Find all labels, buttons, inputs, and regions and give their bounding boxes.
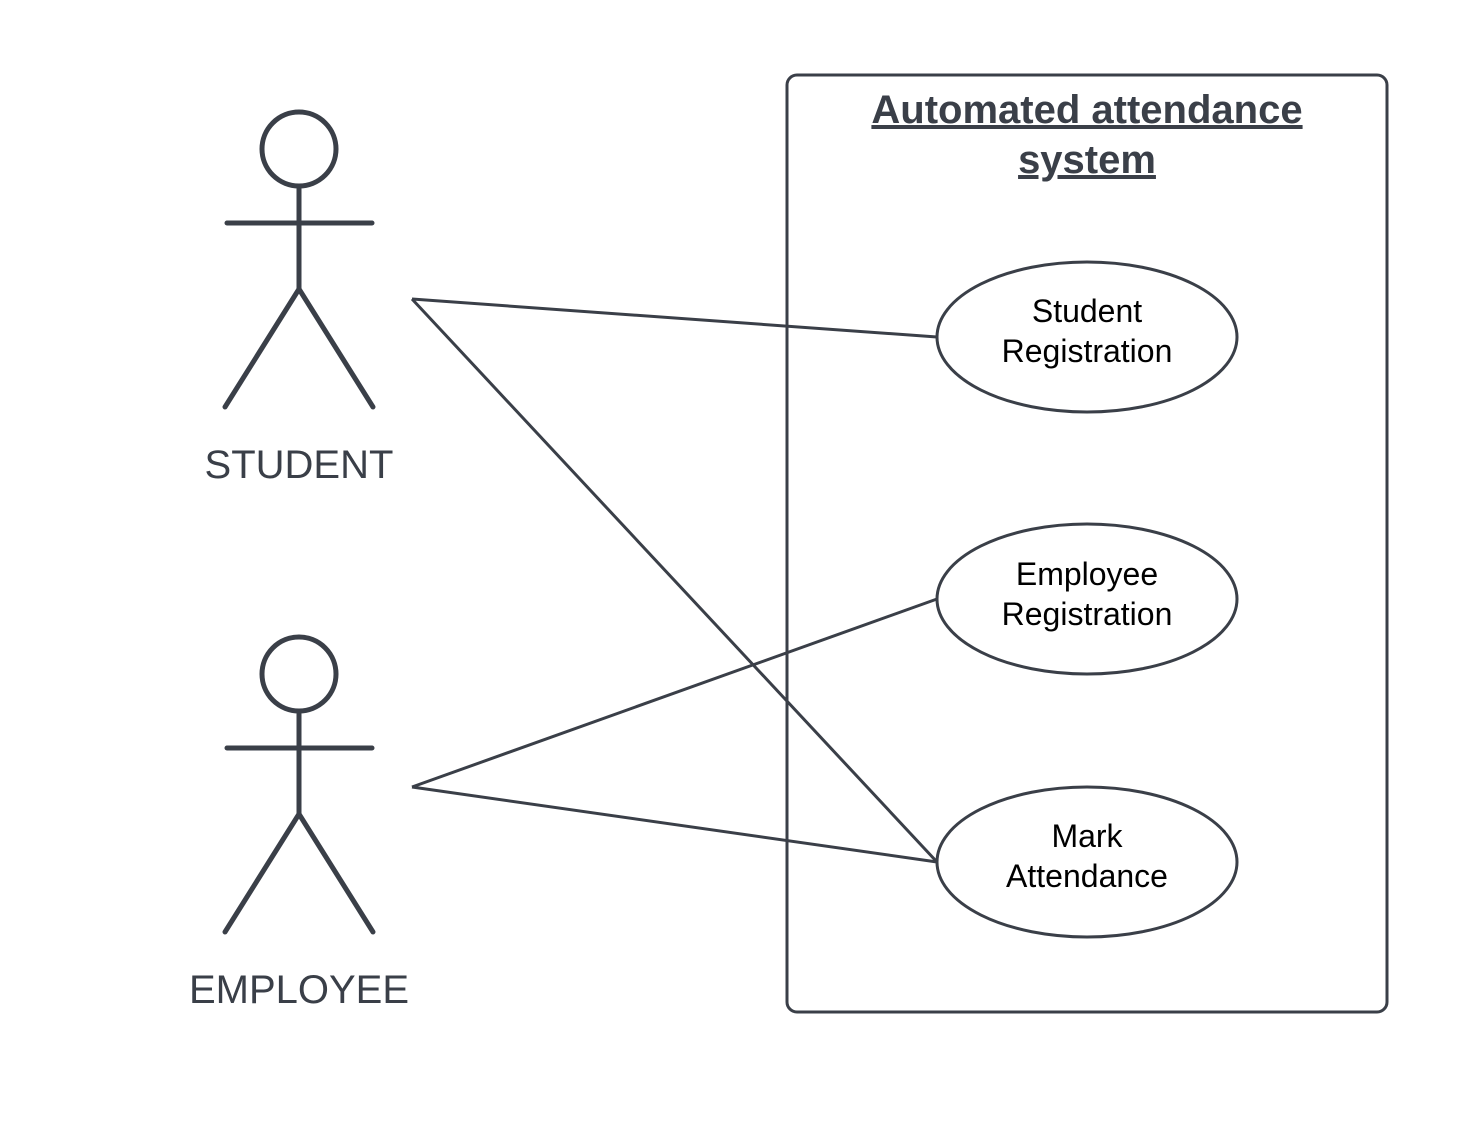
assoc-employee-mark-attendance <box>411 785 938 864</box>
system-title-line1: Automated attendance <box>871 88 1302 132</box>
actor-label: STUDENT <box>205 443 394 487</box>
use-case-ellipse <box>935 522 1239 676</box>
actor-student: STUDENT <box>205 109 394 487</box>
use-case-label-line1: Student <box>1032 293 1142 329</box>
use-case-mark-attendance: Mark Attendance <box>935 785 1239 939</box>
use-case-label-line1: Mark <box>1051 818 1123 854</box>
use-case-ellipse <box>935 785 1239 939</box>
use-case-label-line2: Registration <box>1002 596 1173 632</box>
assoc-student-student-registration <box>411 297 938 339</box>
assoc-student-mark-attendance <box>410 297 939 864</box>
use-case-label-line2: Registration <box>1002 333 1173 369</box>
use-case-student-registration: Student Registration <box>935 260 1239 414</box>
use-case-employee-registration: Employee Registration <box>935 522 1239 676</box>
system-title-line2: system <box>1018 138 1156 182</box>
associations <box>410 297 939 864</box>
assoc-employee-employee-registration <box>411 597 938 789</box>
stick-figure-icon <box>222 109 376 410</box>
actor-employee: EMPLOYEE <box>189 634 409 1012</box>
use-case-label-line2: Attendance <box>1006 858 1168 894</box>
use-case-ellipse <box>935 260 1239 414</box>
stick-figure-icon <box>222 634 376 935</box>
actor-label: EMPLOYEE <box>189 968 409 1012</box>
use-case-label-line1: Employee <box>1016 556 1158 592</box>
